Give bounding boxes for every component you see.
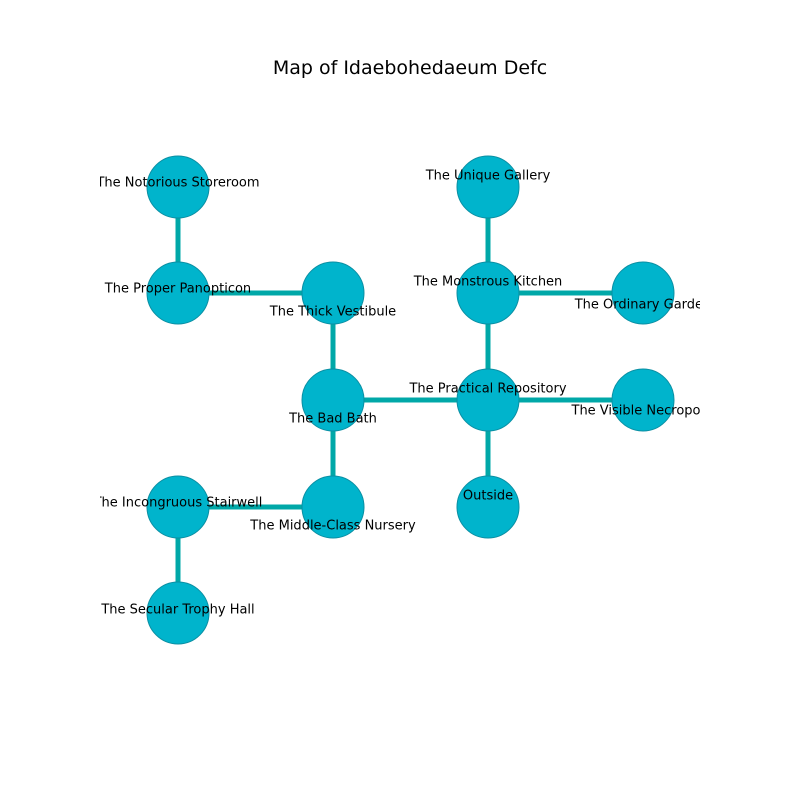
rooms (146, 155, 675, 645)
room-node-secular-trophy-hall (146, 581, 210, 645)
room-label-visible-necropolis: The Visible Necropolis (571, 404, 715, 419)
room-label-proper-panopticon: The Proper Panopticon (104, 282, 251, 297)
room-node-outside (456, 475, 520, 539)
room-label-incongruous-stairwell: The Incongruous Stairwell (93, 496, 263, 511)
room-label-monstrous-kitchen: The Monstrous Kitchen (413, 275, 563, 290)
room-label-ordinary-garden: The Ordinary Garden (574, 298, 712, 313)
room-label-thick-vestibule: The Thick Vestibule (269, 305, 396, 320)
room-node-bad-bath (301, 368, 365, 432)
room-label-bad-bath: The Bad Bath (288, 412, 377, 427)
room-node-notorious-storeroom (146, 155, 210, 219)
connections (175, 187, 643, 613)
room-node-proper-panopticon (146, 261, 210, 325)
map-title: Map of Idaebohedaeum Defc (273, 57, 547, 79)
room-node-visible-necropolis (611, 368, 675, 432)
room-node-monstrous-kitchen (456, 261, 520, 325)
room-label-notorious-storeroom: The Notorious Storeroom (95, 176, 259, 191)
room-node-practical-repository (456, 368, 520, 432)
room-node-middle-class-nursery (301, 475, 365, 539)
room-label-unique-gallery: The Unique Gallery (425, 169, 551, 184)
room-node-thick-vestibule (301, 261, 365, 325)
room-label-practical-repository: The Practical Repository (408, 382, 566, 397)
room-node-unique-gallery (456, 155, 520, 219)
room-node-ordinary-garden (611, 261, 675, 325)
room-node-incongruous-stairwell (146, 475, 210, 539)
room-label-outside: Outside (463, 489, 513, 504)
room-label-secular-trophy-hall: The Secular Trophy Hall (100, 603, 254, 618)
room-label-middle-class-nursery: The Middle-Class Nursery (249, 519, 416, 534)
